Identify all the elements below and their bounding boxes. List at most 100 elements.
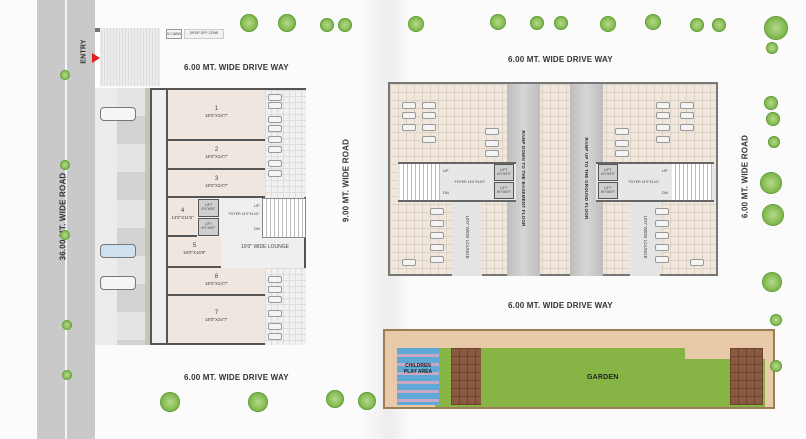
- parking-stall: [430, 220, 444, 227]
- parking-stall: [656, 136, 670, 143]
- parking-stall: [655, 208, 669, 215]
- deck-left: [451, 348, 481, 405]
- staircase: [262, 198, 306, 238]
- parking-stall: [485, 140, 499, 147]
- driveway-top-left-label: 6.00 MT. WIDE DRIVE WAY: [184, 63, 289, 72]
- parking-stall: [268, 170, 282, 177]
- tree-icon: [60, 230, 70, 240]
- tree-icon: [62, 370, 72, 380]
- garden-label: GARDEN: [587, 374, 619, 381]
- tree-icon: [764, 16, 788, 40]
- tree-icon: [770, 314, 782, 326]
- lift-1: LIFT 6'0"X6'0": [198, 199, 219, 217]
- parking-stall: [422, 102, 436, 109]
- main-road-label: 36.00 MT. WIDE ROAD: [58, 172, 68, 261]
- tree-icon: [600, 16, 616, 32]
- parking-stall: [430, 256, 444, 263]
- driveway-top-right-label: 6.00 MT. WIDE DRIVE WAY: [508, 55, 613, 64]
- parking-stall: [430, 232, 444, 239]
- tree-icon: [766, 112, 780, 126]
- lift-2: LIFT 6'0"X6'0": [494, 182, 514, 199]
- stair-up: UP: [662, 168, 668, 173]
- entry-arrow-icon: [92, 53, 100, 63]
- parked-car: [100, 244, 136, 258]
- play-area-label: CHILDREN PLAY AREA: [403, 363, 433, 375]
- tree-icon: [770, 360, 782, 372]
- tree-icon: [762, 272, 782, 292]
- parking-stall: [268, 310, 282, 317]
- right-building: RAMP DOWN TO THE BASEMENT FLOOR RAMP UP …: [388, 82, 718, 276]
- parking-stall: [402, 102, 416, 109]
- parked-car: [100, 107, 136, 121]
- front-parking: [95, 88, 150, 345]
- parking-stall: [680, 112, 694, 119]
- stair-down: DN: [662, 190, 668, 195]
- parking-stall: [615, 140, 629, 147]
- parking-stall: [268, 160, 282, 167]
- parking-stall: [430, 208, 444, 215]
- stair-down: DN: [443, 190, 449, 195]
- parking-stall: [402, 112, 416, 119]
- parking-stall: [422, 124, 436, 131]
- entry-label: ENTRY: [80, 39, 88, 64]
- tree-icon: [160, 392, 180, 412]
- parked-car: [100, 276, 136, 290]
- lift-1: LIFT 6'0"X6'0": [598, 164, 618, 181]
- stair-down: DN: [254, 226, 260, 231]
- tree-icon: [490, 14, 506, 30]
- tree-icon: [338, 18, 352, 32]
- parking-stall: [268, 276, 282, 283]
- play-area: [397, 348, 439, 405]
- tree-icon: [530, 16, 544, 30]
- lounge-label: 10'0" WIDE LOUNGE: [643, 215, 648, 259]
- foyer: FOYER 14'0"X14'0": [228, 212, 260, 216]
- parking-stall: [680, 124, 694, 131]
- right-road-label: 6.00 MT. WIDE ROAD: [740, 134, 750, 219]
- tree-icon: [240, 14, 258, 32]
- parking-stall: [268, 333, 282, 340]
- tree-icon: [358, 392, 376, 410]
- parking-stall: [422, 112, 436, 119]
- parking-stall: [655, 244, 669, 251]
- stair-up: UP: [254, 203, 260, 208]
- parking-stall: [268, 116, 282, 123]
- parking-stall: [655, 256, 669, 263]
- parking-stall: [268, 136, 282, 143]
- parking-stall: [268, 286, 282, 293]
- driveway-bottom-left-label: 6.00 MT. WIDE DRIVE WAY: [184, 373, 289, 382]
- parking-stall: [615, 150, 629, 157]
- drop-off-zone: DROP OFF ZONE: [184, 29, 224, 39]
- security-cabin: S.CABIN: [166, 29, 182, 39]
- foyer: FOYER 14'0"X14'0": [454, 180, 486, 184]
- parking-stall: [656, 102, 670, 109]
- left-lounge: [452, 202, 482, 276]
- parking-stall: [690, 259, 704, 266]
- garden-area: CHILDREN PLAY AREA GARDEN: [383, 329, 775, 409]
- lounge: 10'0" WIDE LOUNGE: [240, 244, 290, 250]
- parking-stall: [268, 125, 282, 132]
- parking-stall: [402, 124, 416, 131]
- parking-stall: [402, 259, 416, 266]
- middle-road-label: 9.00 MT. WIDE ROAD: [341, 138, 351, 223]
- tree-icon: [278, 14, 296, 32]
- parking-stall: [268, 323, 282, 330]
- driveway-middle-right-label: 6.00 MT. WIDE DRIVE WAY: [508, 301, 613, 310]
- parking-stall: [430, 244, 444, 251]
- lift-2: LIFT 6'0"X6'0": [198, 218, 219, 236]
- tree-icon: [690, 18, 704, 32]
- parking-stall: [268, 94, 282, 101]
- lounge-label: 10'0" WIDE LOUNGE: [465, 215, 470, 259]
- tree-icon: [320, 18, 334, 32]
- foyer: FOYER 14'0"X14'0": [628, 180, 660, 184]
- parking-stall: [485, 150, 499, 157]
- parking-stall: [615, 128, 629, 135]
- parking-stall: [655, 220, 669, 227]
- right-staircase: [672, 164, 712, 200]
- tree-icon: [60, 160, 70, 170]
- tree-icon: [762, 204, 784, 226]
- tree-icon: [760, 172, 782, 194]
